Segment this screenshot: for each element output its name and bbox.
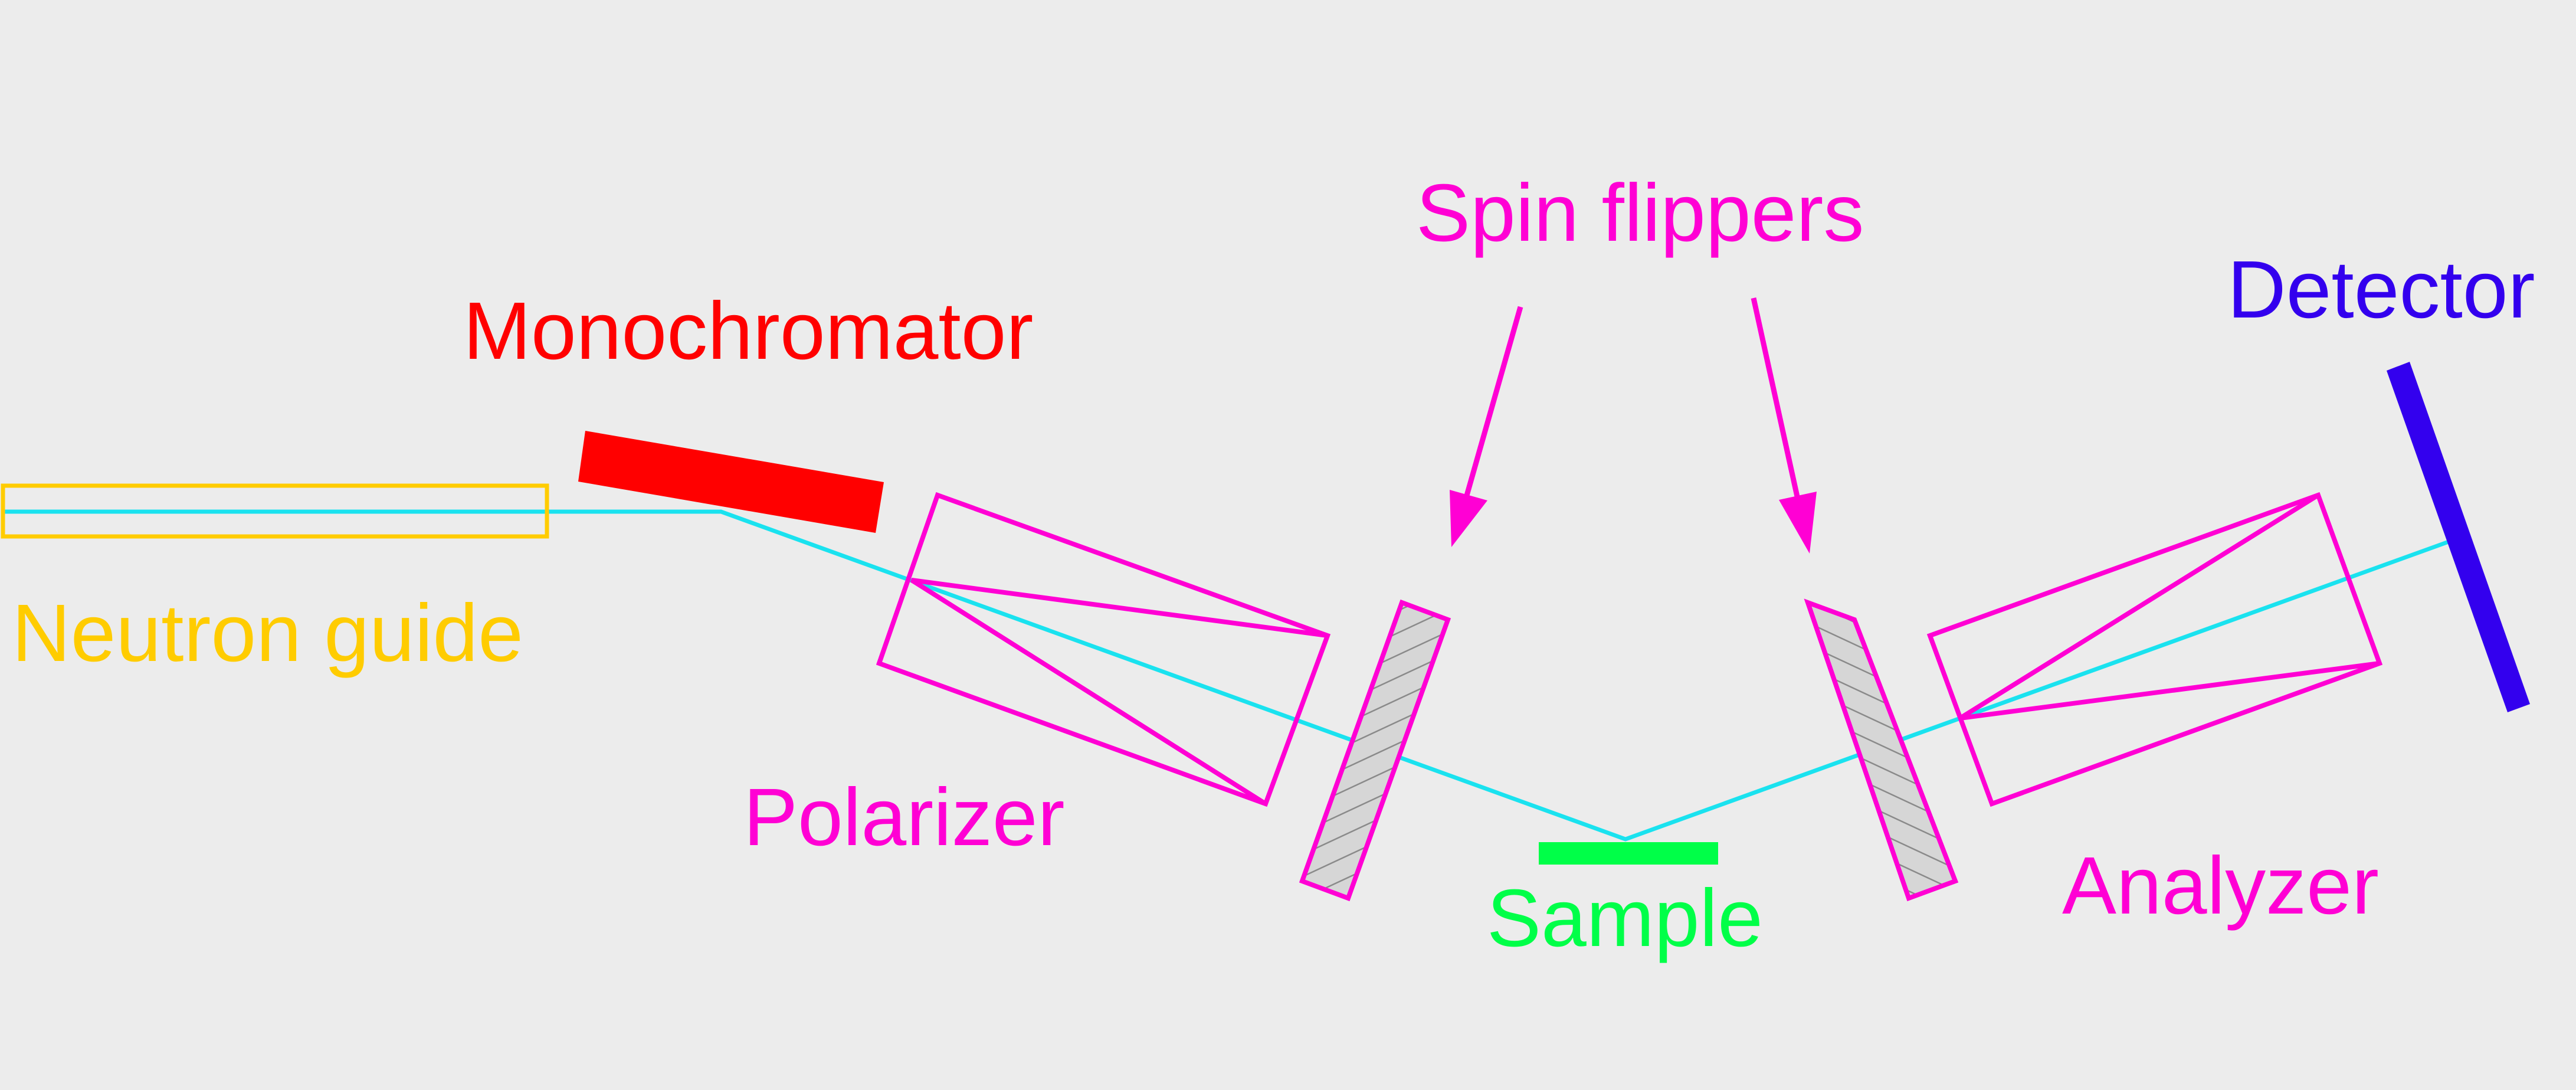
label-analyzer: Analyzer [2062, 840, 2379, 931]
analyzer [1926, 492, 2383, 807]
label-spin-flippers: Spin flippers [1416, 168, 1864, 258]
label-monochromator: Monochromator [463, 286, 1033, 377]
detector-bar [2387, 362, 2530, 712]
polarizer [876, 492, 1331, 807]
monochromator-crystal [578, 431, 884, 533]
sample-block [1539, 842, 1718, 865]
label-polarizer: Polarizer [743, 772, 1065, 863]
arrow-to-flipper-1 [1450, 306, 1523, 547]
spin-flipper-2 [1804, 598, 1959, 902]
spin-flipper-1 [1299, 599, 1451, 902]
label-neutron-guide: Neutron guide [12, 588, 523, 679]
arrow-to-flipper-2 [1751, 297, 1817, 554]
neutron-beam [5, 509, 2450, 842]
neutron-guide [1, 483, 549, 539]
label-detector: Detector [2227, 244, 2535, 335]
label-sample: Sample [1487, 873, 1763, 964]
